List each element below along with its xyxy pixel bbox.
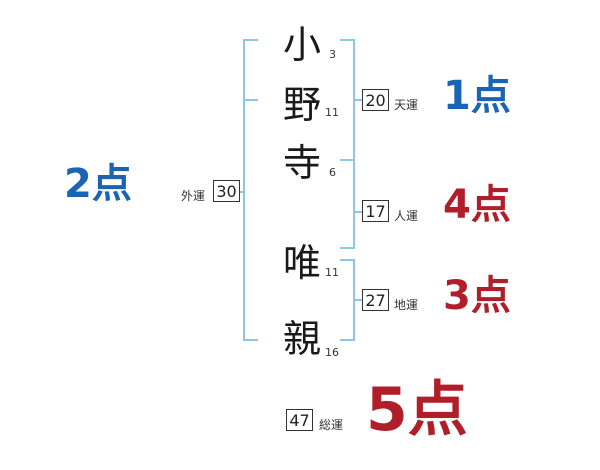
earth-fortune-label: 地運: [394, 298, 419, 312]
person-fortune-value: 17: [362, 200, 389, 222]
name-char-4: 唯: [283, 241, 322, 285]
heaven-fortune-label: 天運: [394, 98, 419, 112]
total-fortune-value: 47: [286, 409, 313, 431]
person-fortune-label: 人運: [394, 209, 419, 223]
name-char-3: 寺: [283, 141, 322, 185]
outer-fortune-value: 30: [213, 180, 240, 202]
stroke-count-3: 6: [329, 166, 336, 179]
heaven-fortune-value: 20: [362, 89, 389, 111]
earth-fortune-value: 27: [362, 289, 389, 311]
stroke-count-5: 16: [325, 346, 339, 359]
name-char-1: 小: [283, 23, 322, 67]
total-fortune-label: 総運: [319, 418, 344, 432]
outer-fortune-score: 2点: [64, 161, 132, 207]
earth-bracket: [340, 259, 355, 341]
heaven-fortune-score: 1点: [443, 73, 511, 119]
total-fortune-score: 5点: [366, 375, 468, 445]
stroke-count-1: 3: [329, 48, 336, 61]
outer-bracket: [243, 39, 258, 341]
stroke-count-2: 11: [325, 106, 339, 119]
heaven-bracket: [340, 39, 355, 161]
person-fortune-score: 4点: [443, 182, 511, 228]
stroke-count-4: 11: [325, 266, 339, 279]
person-bracket: [340, 159, 355, 249]
name-char-2: 野: [283, 83, 322, 127]
outer-fortune-label: 外運: [181, 189, 206, 203]
earth-fortune-score: 3点: [443, 273, 511, 319]
name-char-5: 親: [283, 317, 322, 361]
